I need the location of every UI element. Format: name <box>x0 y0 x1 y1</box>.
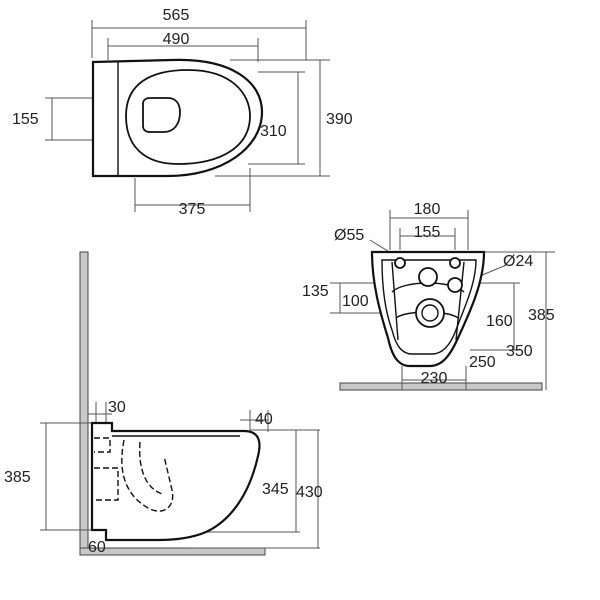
dim-inlet-diameter: Ø24 <box>503 253 533 270</box>
fixing-hole-left <box>394 257 406 269</box>
dim-bowl-height: 345 <box>262 481 289 498</box>
dim-left-height: 385 <box>4 469 31 486</box>
dim-floor-offset: 60 <box>88 539 106 556</box>
bowl-opening <box>125 69 251 165</box>
fixing-hole-right <box>449 257 461 269</box>
wall <box>79 251 89 556</box>
dim-total-height-side: 430 <box>296 484 323 501</box>
dim-right-inner: 160 <box>486 313 513 330</box>
dim-fixing-inner: 155 <box>414 224 441 241</box>
dim-right-outer: 385 <box>528 307 555 324</box>
dim-width-bowl: 490 <box>163 31 190 48</box>
dim-lower-height: 100 <box>342 293 369 310</box>
bowl-rear-inner <box>381 259 477 355</box>
dim-depth-overall: 390 <box>326 111 353 128</box>
dim-outlet-diameter: Ø55 <box>334 227 364 244</box>
dim-fixing-outer: 180 <box>414 201 441 218</box>
rear-view: 180 155 Ø55 Ø24 135 100 160 385 350 250 … <box>302 201 555 391</box>
inlet-small-hole <box>447 277 463 293</box>
dim-base-width: 230 <box>421 370 448 387</box>
dim-outlet-height: 250 <box>469 354 496 371</box>
floor <box>79 547 266 556</box>
top-view: 565 490 390 310 155 375 <box>12 7 353 218</box>
rear-floor <box>339 382 543 391</box>
dim-total-height: 350 <box>506 343 533 360</box>
outlet-hole <box>415 298 445 328</box>
dim-rim-length: 375 <box>179 201 206 218</box>
bowl-outlet-top <box>142 97 181 133</box>
dim-rim-edge: 40 <box>255 411 273 428</box>
dim-seat-rear: 155 <box>12 111 39 128</box>
side-view: 30 40 385 345 430 60 <box>4 251 323 556</box>
dim-depth-bowl: 310 <box>260 123 287 140</box>
trapway <box>121 439 174 512</box>
dim-upper-height: 135 <box>302 283 329 300</box>
dim-width-overall: 565 <box>163 7 190 24</box>
inlet-hole <box>418 267 438 287</box>
bowl-side-outline <box>90 421 261 542</box>
dim-wall-gap: 30 <box>108 399 126 416</box>
